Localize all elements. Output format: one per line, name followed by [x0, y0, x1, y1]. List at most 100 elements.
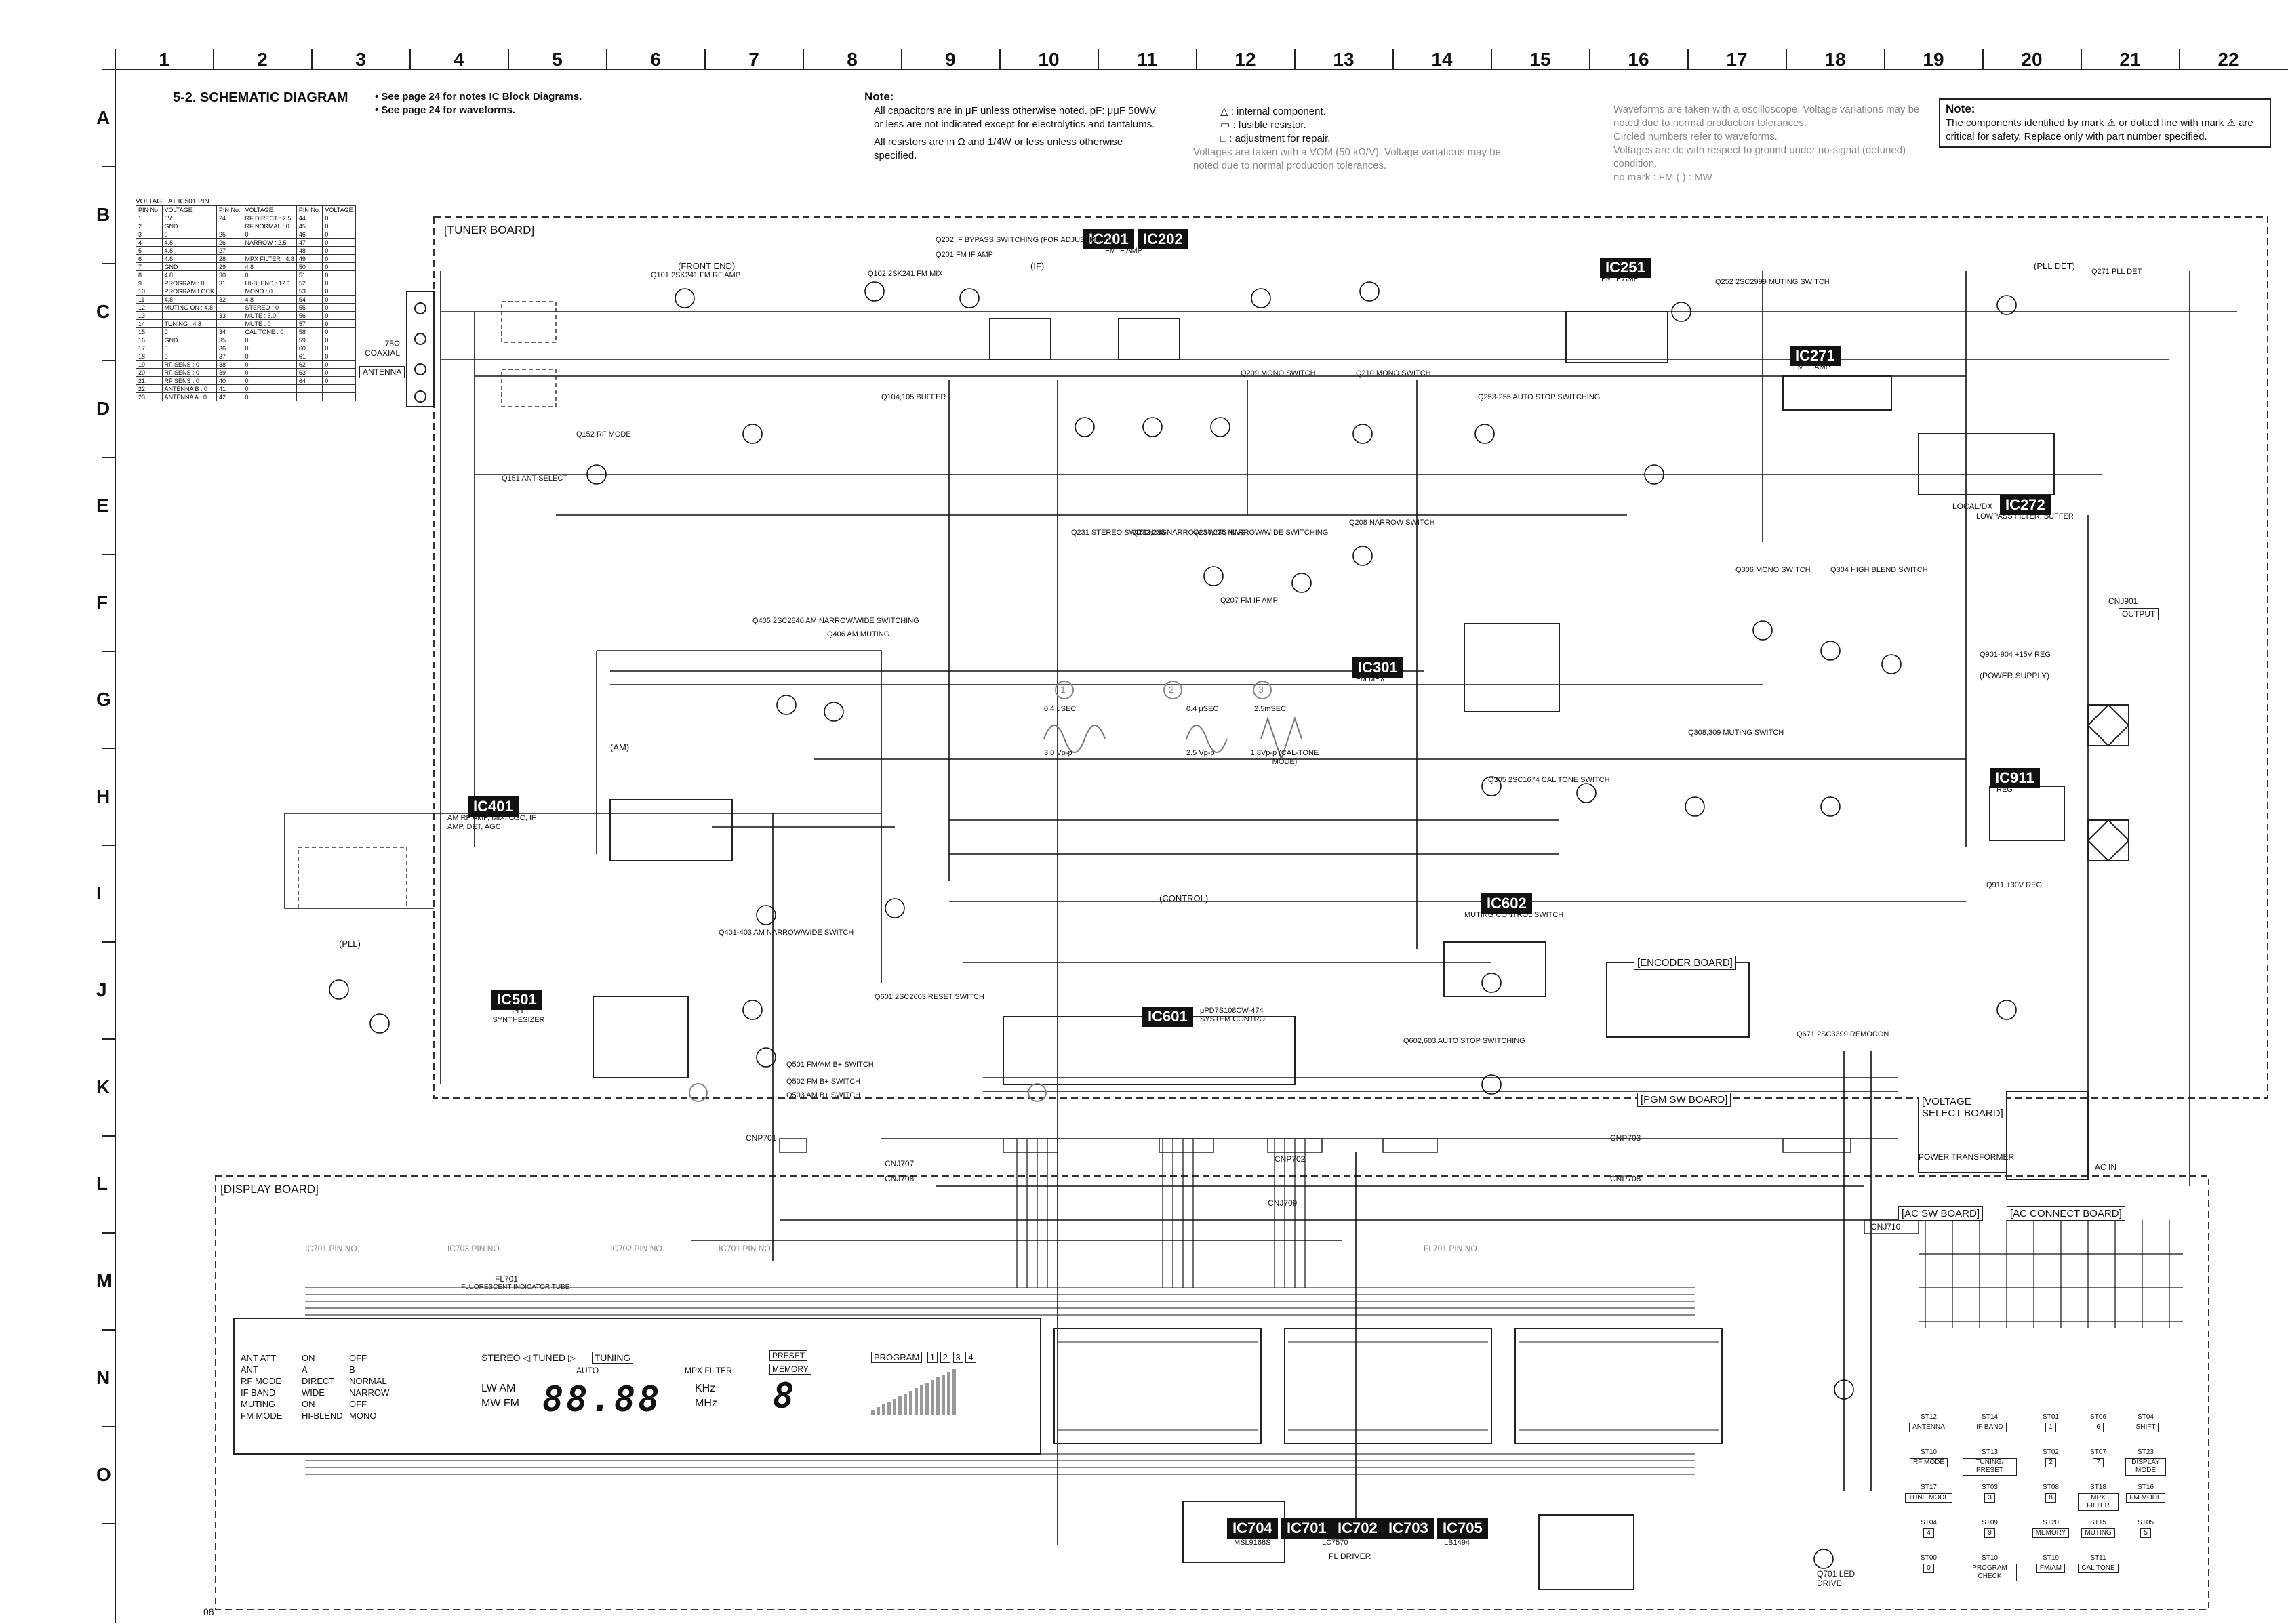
- voltage-table-cell: [322, 392, 356, 401]
- voltage-table-cell: GND: [161, 262, 218, 271]
- ic-desc: PLL SYNTHESIZER: [492, 1007, 545, 1024]
- pll-label: (PLL): [339, 939, 361, 949]
- note-item: Circled numbers refer to waveforms.: [1613, 131, 1778, 142]
- note-item: △ : internal component.: [1220, 106, 1326, 117]
- output-label: OUTPUT: [2119, 608, 2159, 620]
- switch-name: 2: [2045, 1458, 2056, 1467]
- waveform-num: 1: [1060, 684, 1066, 695]
- adjustment-box-icon: □: [1220, 133, 1230, 144]
- voltage-table-cell: 56: [296, 311, 323, 320]
- row-label: J: [96, 979, 107, 1000]
- voltage-table-cell: 0: [322, 344, 356, 352]
- col-label: 12: [1235, 49, 1256, 70]
- transistor-caption: Q304 HIGH BLEND SWITCH: [1830, 566, 1928, 574]
- frame: [115, 69, 2288, 1623]
- transistor-caption: Q152 RF MODE: [576, 430, 631, 439]
- waveform-time: 0.4 μSEC: [1186, 705, 1219, 713]
- voltage-table-cell: 39: [216, 368, 243, 377]
- note-item: no mark : FM ( ) : MW: [1613, 171, 1712, 183]
- note-item: All capacitors are in μF unless otherwis…: [874, 105, 1157, 130]
- row-label: N: [96, 1367, 111, 1388]
- voltage-table-cell: 14: [136, 319, 163, 328]
- connector-label: CNJ709: [1268, 1198, 1298, 1208]
- col-label: 20: [2021, 49, 2043, 70]
- ic-desc: MUTING CONTROL SWITCH: [1464, 911, 1564, 919]
- switch-name: RF MODE: [1909, 1458, 1948, 1467]
- voltage-table-cell: 13: [136, 311, 163, 320]
- display-mode-cell: MUTING: [241, 1399, 276, 1409]
- page-refs: • See page 24 for notes IC Block Diagram…: [375, 90, 582, 117]
- switch-id: ST15: [2090, 1519, 2106, 1526]
- voltage-table-cell: 5V: [161, 214, 218, 222]
- switch-name: MUTING: [2081, 1528, 2115, 1538]
- voltage-table-cell: RF SENS : 0: [161, 368, 218, 377]
- transistor-caption: Q210 MONO SWITCH: [1356, 369, 1431, 378]
- front-end-coils: [298, 301, 557, 909]
- voltage-table-cell: 42: [216, 392, 243, 401]
- program-number: 3: [952, 1352, 963, 1363]
- voltage-table-cell: NARROW : 2.5: [242, 238, 297, 247]
- col-label: 22: [2217, 49, 2239, 70]
- col-label: 5: [552, 49, 563, 70]
- voltage-table-cell: 33: [216, 311, 243, 320]
- display-board-label: [DISPLAY BOARD]: [220, 1183, 319, 1196]
- voltage-table-cell: 0: [322, 368, 356, 377]
- switch-name: 0: [1923, 1564, 1934, 1573]
- voltage-table-cell: 0: [242, 344, 297, 352]
- connector-label: CNJ707: [885, 1159, 915, 1169]
- mw-fm-indicator: MW FM: [481, 1398, 519, 1409]
- transistor-caption: Q308,309 MUTING SWITCH: [1688, 729, 1784, 737]
- switch-name: MPX FILTER: [2078, 1493, 2119, 1511]
- ic-badge: IC401: [468, 796, 519, 817]
- transistor-caption: Q232,233 NARROW SWITCHING: [1132, 529, 1246, 537]
- khz-unit: KHz: [695, 1383, 716, 1394]
- display-mode-cell: WIDE: [302, 1387, 325, 1398]
- power-supply-label: (POWER SUPPLY): [1980, 671, 2050, 681]
- transistor-caption: Q503 AM B+ SWITCH: [786, 1091, 861, 1099]
- switch-name: ANTENNA: [1909, 1423, 1948, 1432]
- voltage-table-cell: 7: [136, 262, 163, 271]
- voltage-table-cell: 0: [242, 392, 297, 401]
- tuning-indicator: TUNING: [591, 1352, 634, 1364]
- ic-desc: FM IF AMP: [1601, 275, 1639, 283]
- voltage-table-cell: 37: [216, 352, 243, 361]
- program-label: PROGRAM: [871, 1352, 923, 1363]
- voltage-table-cell: ANTENNA A : 0: [161, 392, 218, 401]
- voltage-table-cell: 48: [296, 246, 323, 255]
- voltage-table-cell: GND: [161, 336, 218, 344]
- voltage-table-cell: 0: [322, 319, 356, 328]
- voltage-table-cell: 4.8: [242, 262, 297, 271]
- voltage-table-cell: 24: [216, 214, 243, 222]
- display-mode-cell: ON: [302, 1353, 315, 1363]
- display-mode-cell: NORMAL: [349, 1376, 387, 1386]
- display-mode-cell: ANT: [241, 1364, 258, 1375]
- ic-badge: IC202: [1138, 229, 1188, 249]
- switch-name: 8: [2045, 1493, 2056, 1503]
- voltage-table-cell: 0: [322, 230, 356, 239]
- voltage-table-cell: 21: [136, 376, 163, 385]
- col-label: 15: [1529, 49, 1551, 70]
- voltage-table-cell: 55: [296, 303, 323, 312]
- switch-id: ST00: [1921, 1554, 1937, 1562]
- voltage-table-cell: 17: [136, 344, 163, 352]
- voltage-table-cell: STEREO : 0: [242, 303, 297, 312]
- voltage-table-cell: 4.8: [242, 295, 297, 304]
- voltage-table-cell: 0: [242, 230, 297, 239]
- voltage-table-cell: 0: [322, 295, 356, 304]
- display-board-outline: [215, 1175, 2209, 1610]
